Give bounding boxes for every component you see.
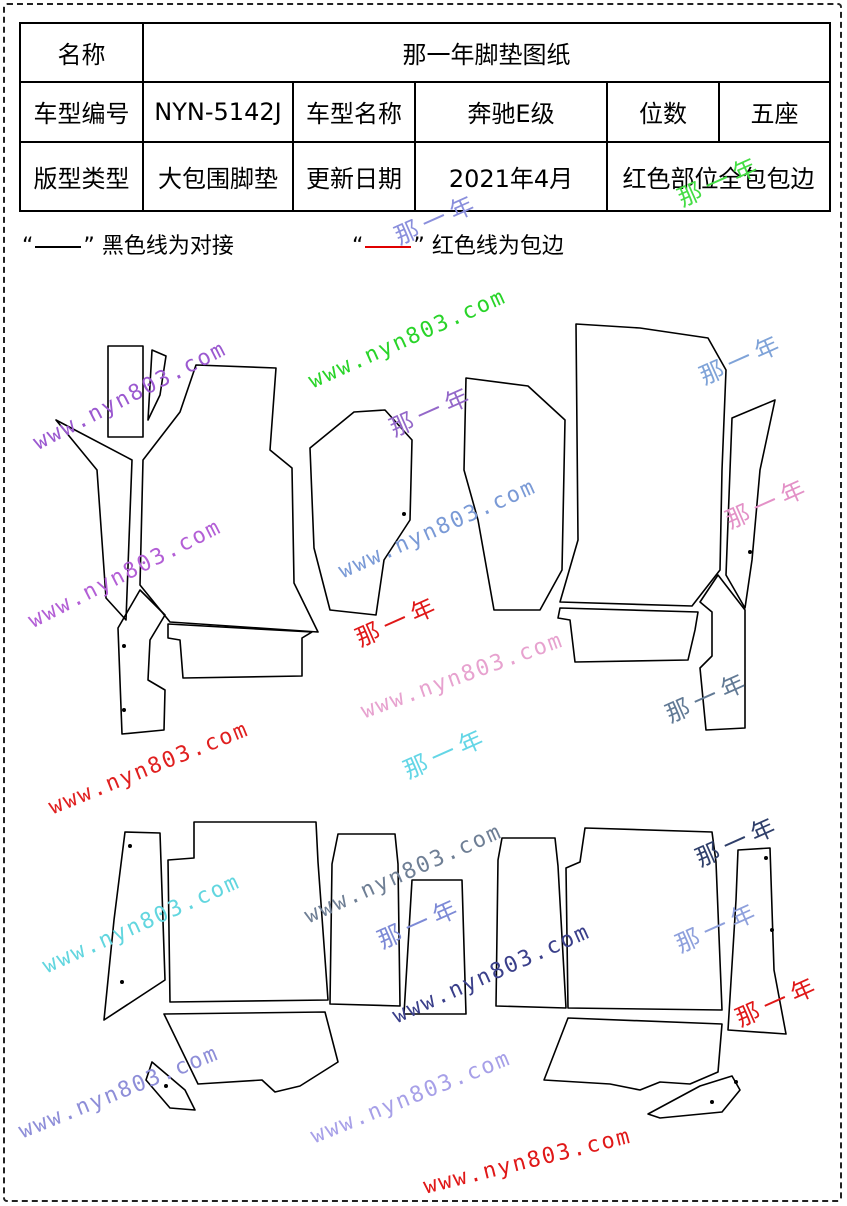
marker-dot [734,1080,738,1084]
spec-row-type: 版型类型 大包围脚垫 更新日期 2021年4月 红色部位全包包边 [19,141,831,212]
document-title: 那一年脚垫图纸 [142,22,831,83]
pattern-piece [117,589,166,735]
marker-dot [764,856,768,860]
red-line-sample [365,246,412,248]
spec-row-model: 车型编号 NYN-5142J 车型名称 奔驰E级 位数 五座 [19,80,831,144]
pattern-piece [139,364,319,633]
spec-row-title: 名称 那一年脚垫图纸 [19,22,831,83]
update-date-value: 2021年4月 [414,141,608,212]
pattern-piece [699,574,746,731]
pattern-piece [329,833,401,1007]
pattern-piece [163,1011,339,1093]
pattern-piece [309,409,413,616]
legend-close-quote: ” [83,234,95,259]
marker-dot [128,844,132,848]
name-label: 名称 [19,22,144,83]
pattern-piece [403,879,467,1015]
seats-value: 五座 [718,80,831,144]
marker-dot [770,928,774,932]
edge-note: 红色部位全包包边 [606,141,831,212]
pattern-type-label: 版型类型 [19,141,144,212]
marker-dot [122,644,126,648]
black-line-sample [35,246,82,248]
pattern-piece [147,349,167,421]
pattern-piece [727,847,787,1035]
marker-dot [710,1100,714,1104]
page-border [3,3,842,1202]
pattern-piece [107,345,144,438]
legend-red-text: 红色线为包边 [431,234,564,259]
pattern-piece [167,623,313,679]
spec-table: 名称 那一年脚垫图纸 车型编号 NYN-5142J 车型名称 奔驰E级 位数 五… [19,22,831,212]
marker-dot [402,512,406,516]
model-code-label: 车型编号 [19,80,144,144]
marker-dot [164,1084,168,1088]
marker-dot [120,980,124,984]
marker-dots [120,512,774,1104]
legend-open-quote: “ [22,234,34,259]
legend-black-text: 黑色线为对接 [101,234,234,259]
marker-dot [748,550,752,554]
model-name-value: 奔驰E级 [414,80,608,144]
legend-open-quote-red: “ [352,234,364,259]
seats-label: 位数 [606,80,720,144]
legend-black: “ ” 黑色线为对接 [22,228,234,260]
pattern-piece [557,607,699,663]
pattern-piece [495,837,567,1009]
pattern-piece [167,821,329,1003]
model-code-value: NYN-5142J [142,80,294,144]
pattern-piece [463,377,566,611]
pattern-piece [145,1061,196,1111]
pattern-type-value: 大包围脚垫 [142,141,294,212]
pattern-piece [103,831,166,1021]
legend-close-quote-red: ” [413,234,425,259]
pattern-piece [55,419,133,621]
pattern-piece [559,323,727,607]
update-date-label: 更新日期 [292,141,416,212]
marker-dot [122,708,126,712]
legend-red: “ ” 红色线为包边 [352,228,564,260]
pattern-piece [725,399,776,609]
pattern-piece [543,1017,723,1091]
pattern-piece [647,1075,741,1119]
pattern-piece [565,827,723,1011]
model-name-label: 车型名称 [292,80,416,144]
